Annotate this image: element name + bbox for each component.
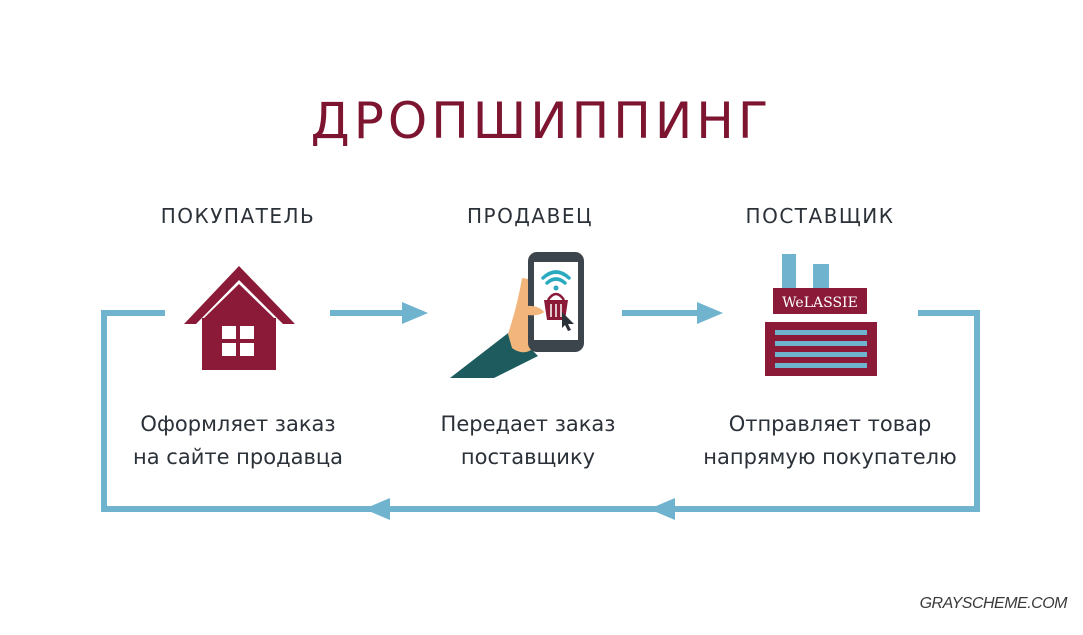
- factory-icon: WeLASSIE: [765, 254, 877, 376]
- role-buyer-label: ПОКУПАТЕЛЬ: [160, 204, 316, 228]
- arrowhead-4: [364, 498, 390, 520]
- arrowhead-3: [649, 498, 675, 520]
- return-loop-line: [101, 310, 980, 512]
- role-supplier-label: ПОСТАВЩИК: [745, 204, 895, 228]
- house-icon: [184, 266, 295, 370]
- step-supplier-description: Отправляет товар напрямую покупателю: [703, 412, 957, 469]
- factory-sign-text: WeLASSIE: [782, 295, 858, 311]
- smartphone-shopping-icon: [450, 252, 584, 378]
- role-seller-label: ПРОДАВЕЦ: [466, 204, 594, 228]
- diagram-title: ДРОПШИППИНГ: [310, 92, 773, 150]
- step-buyer-description: Оформляет заказ на сайте продавца: [133, 412, 343, 469]
- arrowhead-2: [697, 302, 723, 324]
- watermark: GRAYSCHEME.COM: [919, 595, 1068, 612]
- step-seller-description: Передает заказ поставщику: [440, 412, 616, 469]
- arrowhead-1: [402, 302, 428, 324]
